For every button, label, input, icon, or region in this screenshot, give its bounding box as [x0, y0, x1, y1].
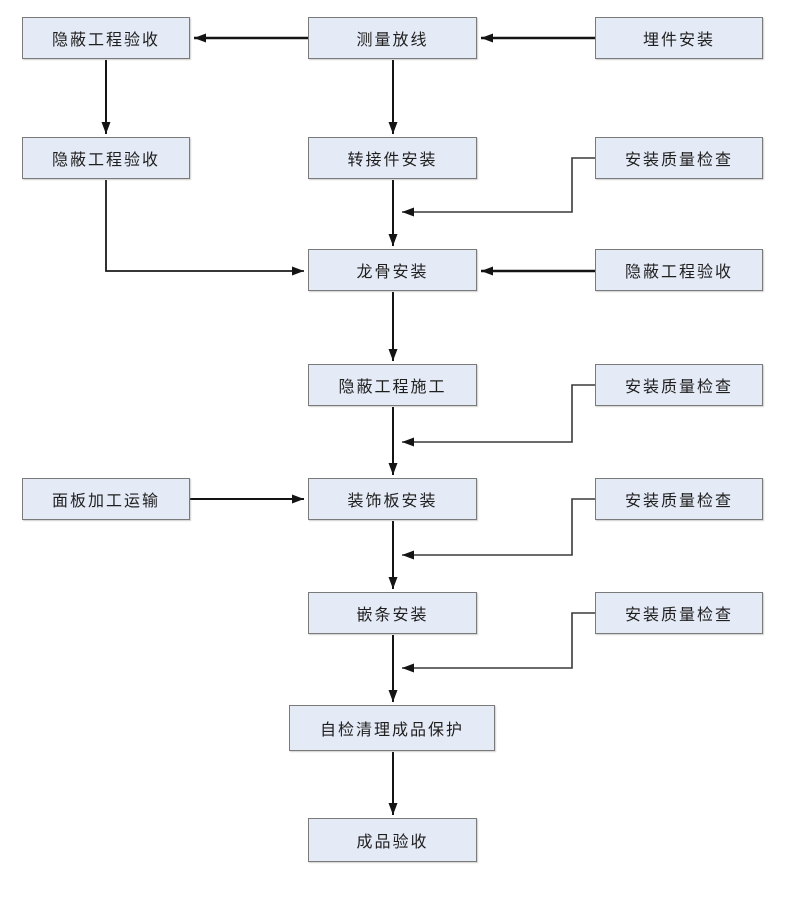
- node-adapter-install: 转接件安装: [308, 137, 477, 179]
- node-install-quality-check-4: 安装质量检查: [595, 592, 763, 634]
- node-decorative-panel-install: 装饰板安装: [308, 478, 477, 520]
- node-panel-processing-transport: 面板加工运输: [22, 478, 190, 520]
- node-survey-setting-out: 测量放线: [308, 17, 477, 59]
- edge-qualitycheck4-elbow: [402, 612, 595, 673]
- edge-hidden2-to-keel-elbow: [105, 180, 304, 276]
- edge-qualitycheck2-elbow: [402, 384, 595, 447]
- edge-qualitycheck1-elbow: [402, 157, 595, 217]
- node-finished-product-acceptance: 成品验收: [308, 818, 477, 862]
- node-install-quality-check-2: 安装质量检查: [595, 364, 763, 406]
- node-install-quality-check-3: 安装质量检查: [595, 478, 763, 520]
- node-hidden-work-construction: 隐蔽工程施工: [308, 364, 477, 406]
- node-keel-install: 龙骨安装: [308, 249, 477, 291]
- node-hidden-work-acceptance-3: 隐蔽工程验收: [595, 249, 763, 291]
- edge-qualitycheck3-elbow: [402, 498, 595, 560]
- node-hidden-work-acceptance-1: 隐蔽工程验收: [22, 17, 190, 59]
- node-self-check-cleanup-protection: 自检清理成品保护: [289, 705, 495, 751]
- node-install-quality-check-1: 安装质量检查: [595, 137, 763, 179]
- node-hidden-work-acceptance-2: 隐蔽工程验收: [22, 137, 190, 179]
- node-trim-strip-install: 嵌条安装: [308, 592, 477, 634]
- node-embedded-parts-install: 埋件安装: [595, 17, 763, 59]
